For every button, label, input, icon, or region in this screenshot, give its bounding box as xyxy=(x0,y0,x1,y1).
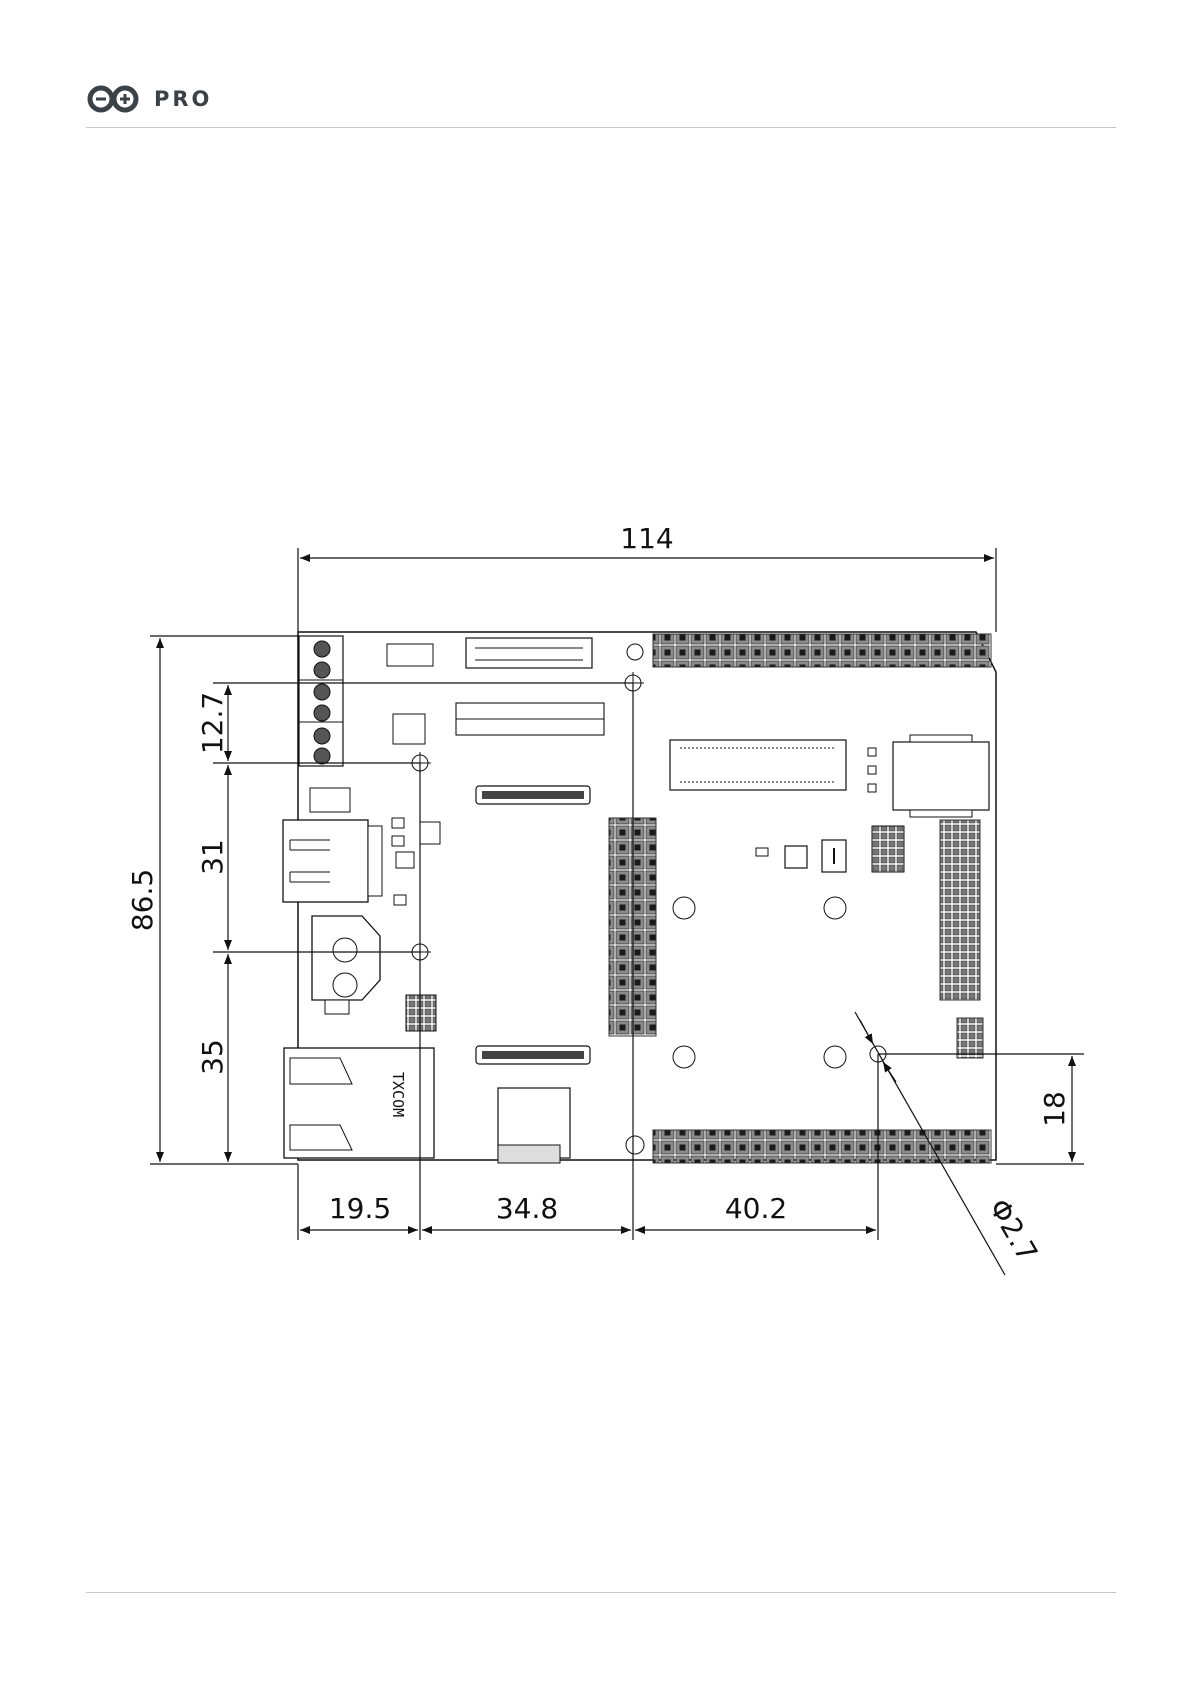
dim-offset-19-5: 19.5 xyxy=(329,1192,391,1225)
dim-hole-diameter: Φ2.7 xyxy=(982,1193,1044,1267)
dim-offset-40-2: 40.2 xyxy=(725,1192,787,1225)
dim-offset-34-8: 34.8 xyxy=(496,1192,558,1225)
usb-a-port xyxy=(283,820,382,902)
pin-header-right xyxy=(940,820,980,1000)
pin-header-small xyxy=(456,703,604,735)
ethernet-port: TXCOM xyxy=(284,1048,434,1158)
module-right xyxy=(893,735,989,817)
debug-header xyxy=(957,1018,983,1058)
pin-header-top xyxy=(653,634,991,667)
dim-hole-12-7: 12.7 xyxy=(196,692,229,754)
hd-connector-upper xyxy=(476,786,590,804)
footer-divider xyxy=(86,1592,1116,1593)
pin-header-bottom xyxy=(653,1130,991,1163)
dim-hole-31: 31 xyxy=(196,839,229,875)
dim-offset-18: 18 xyxy=(1038,1091,1071,1127)
connector-label: TXCOM xyxy=(389,1072,407,1117)
screw-terminal xyxy=(299,636,343,766)
hd-connector-lower xyxy=(476,1046,590,1064)
dim-hole-35: 35 xyxy=(196,1039,229,1075)
dim-width-total: 114 xyxy=(620,522,673,555)
ffc-connector-top xyxy=(466,638,592,668)
mini-pcie-slot xyxy=(670,740,846,790)
microsd-slot xyxy=(498,1088,570,1163)
dim-height-total: 86.5 xyxy=(126,869,159,931)
